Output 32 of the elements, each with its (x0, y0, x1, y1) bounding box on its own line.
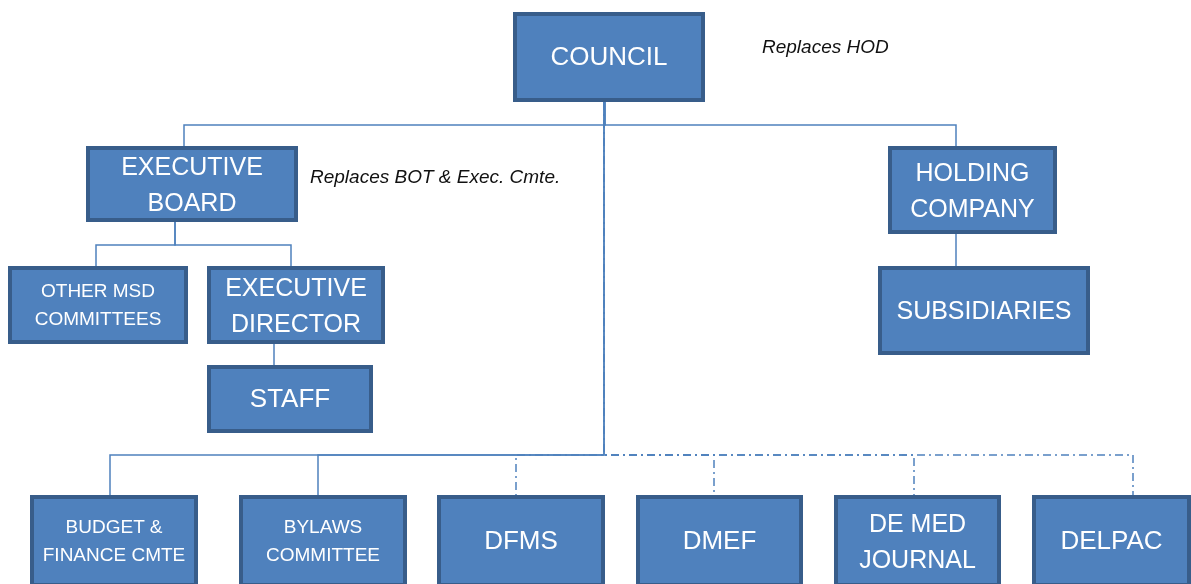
note-text: Replaces HOD (762, 36, 889, 58)
box-label: OTHER MSD COMMITTEES (33, 279, 163, 331)
org-box (437, 495, 605, 584)
box-label: EXECUTIVE BOARD (120, 150, 264, 218)
box-label: DMEF (682, 524, 757, 558)
box-label: DE MED JOURNAL (858, 507, 977, 575)
org-box (8, 266, 188, 344)
connector-line (604, 101, 957, 147)
box-label: EXECUTIVE DIRECTOR (224, 271, 368, 339)
box-label: BYLAWS COMMITTEE (265, 515, 381, 567)
org-box (834, 495, 1001, 584)
box-label: HOLDING COMPANY (909, 156, 1036, 224)
box-label: STAFF (249, 382, 331, 416)
org-box (239, 495, 407, 584)
box-label: BUDGET & FINANCE CMTE (41, 515, 187, 567)
org-box (513, 12, 705, 102)
box-label: SUBSIDIARIES (896, 295, 1072, 327)
box-label: COUNCIL (550, 40, 668, 74)
box-label: DELPAC (1060, 524, 1163, 558)
org-box (86, 146, 298, 222)
note-text: Replaces BOT & Exec. Cmte. (310, 166, 561, 188)
org-box (1032, 495, 1191, 584)
org-box (636, 495, 803, 584)
org-box (30, 495, 198, 584)
connector-line (955, 233, 957, 267)
box-label: DFMS (484, 524, 558, 558)
org-box (878, 266, 1090, 355)
connector-line (174, 221, 292, 267)
org-box (207, 365, 373, 433)
org-box (207, 266, 385, 344)
org-box (888, 146, 1057, 234)
connector-line (273, 343, 275, 366)
